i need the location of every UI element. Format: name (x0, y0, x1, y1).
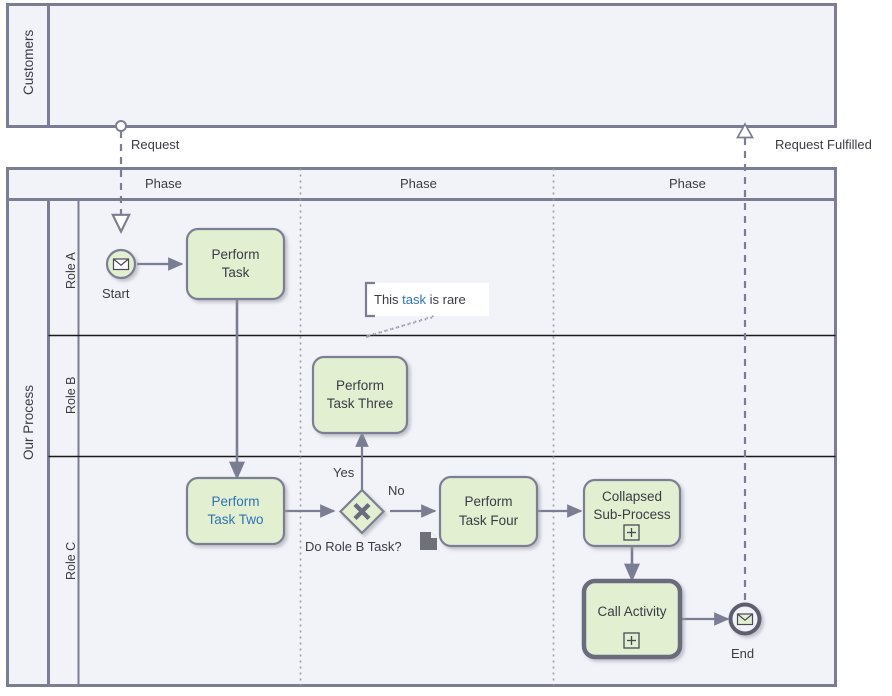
task-collapsed-sub-process[interactable] (582, 478, 682, 548)
lane-label-role-c: Role C (64, 541, 78, 580)
phase-header-1: Phase (145, 176, 182, 191)
task-perform-task-three[interactable] (311, 355, 409, 435)
message-flow-label-request-fulfilled: Request Fulfilled (775, 137, 872, 152)
sequence-flow-label-yes: Yes (333, 465, 355, 480)
data-object-icon[interactable] (420, 532, 437, 550)
message-flow-request[interactable] (116, 120, 126, 230)
phase-header-2: Phase (400, 176, 437, 191)
task-perform-task[interactable] (185, 227, 286, 301)
event-label-end: End (731, 646, 755, 661)
annotation-link[interactable]: task (402, 292, 427, 307)
gateway-label-do-role-b-task: Do Role B Task? (305, 539, 402, 554)
annotation-note-task-rare[interactable] (364, 281, 489, 338)
sequence-flow-label-no: No (388, 483, 405, 498)
event-label-start: Start (102, 286, 130, 301)
lane-label-role-a: Role A (64, 252, 78, 289)
pool-customers[interactable] (6, 3, 837, 128)
event-start[interactable] (105, 248, 137, 280)
task-perform-task-two[interactable] (185, 476, 286, 546)
annotation-text-task-rare: This task is rare (374, 292, 466, 307)
task-perform-task-four[interactable] (438, 475, 539, 548)
pool-label-our-process: Our Process (21, 384, 36, 460)
gateway-do-role-b-task[interactable] (338, 488, 386, 535)
pool-label-customers: Customers (21, 29, 36, 95)
phase-header-3: Phase (669, 176, 706, 191)
annotation-suffix: is rare (426, 292, 466, 307)
event-end[interactable] (728, 602, 762, 636)
lane-label-role-b: Role B (64, 376, 78, 414)
pool-our-process[interactable] (6, 167, 837, 687)
task-call-activity[interactable] (581, 578, 683, 660)
message-flow-label-request: Request (131, 137, 180, 152)
message-flow-request-fulfilled[interactable] (736, 122, 754, 600)
annotation-prefix: This (374, 292, 403, 307)
